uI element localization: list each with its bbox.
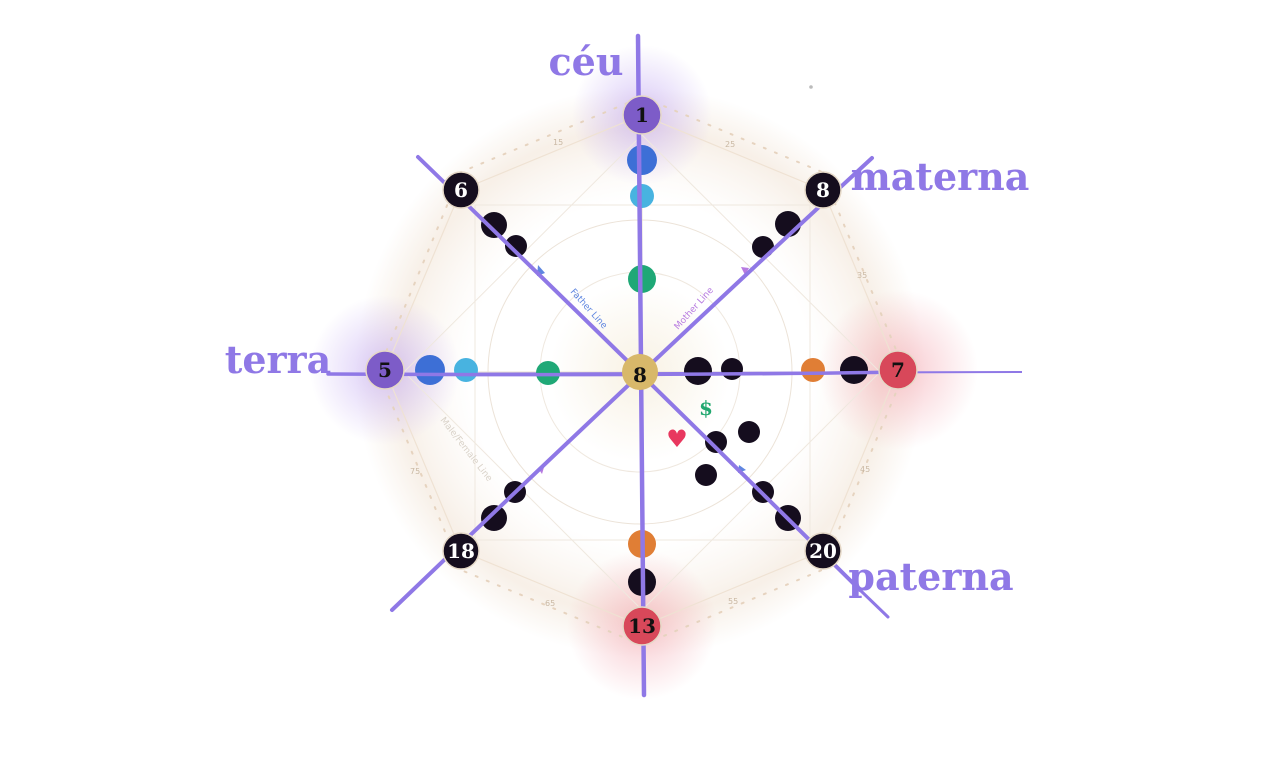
node-lower-right-number: 20 — [809, 539, 837, 563]
mother-line-arrow — [741, 267, 749, 275]
node-dark — [481, 505, 507, 531]
node-bottom-number: 13 — [628, 614, 656, 638]
node-light-blue — [630, 184, 654, 208]
node-upper-right-number: 8 — [816, 178, 830, 202]
ring-number: 15 — [553, 138, 563, 147]
node-left: 5 — [365, 350, 405, 390]
axis-labels: céu terra materna paterna — [225, 39, 1030, 599]
node-dark — [752, 236, 774, 258]
label-ceu: céu — [549, 39, 624, 84]
node-bottom: 13 — [622, 606, 662, 646]
money-symbol: $ — [699, 396, 713, 420]
node-dark — [840, 356, 868, 384]
node-upper-right: 8 — [804, 171, 842, 209]
label-paterna: paterna — [848, 554, 1013, 599]
node-top: 1 — [622, 95, 662, 135]
ring-number: 25 — [725, 140, 735, 149]
heart-icon: ♥ — [666, 425, 688, 453]
ring-number: 45 — [860, 465, 870, 474]
node-dark — [695, 464, 717, 486]
node-lower-left: 18 — [442, 532, 480, 570]
node-center-number: 8 — [633, 363, 647, 387]
node-lower-left-number: 18 — [447, 539, 475, 563]
node-top-number: 1 — [635, 103, 649, 127]
ring-numbers: 15 25 35 45 55 65 75 — [410, 138, 870, 608]
node-blue — [415, 355, 445, 385]
node-dark — [721, 358, 743, 380]
node-right: 7 — [878, 350, 918, 390]
node-orange — [801, 358, 825, 382]
ring-number: 55 — [728, 597, 738, 606]
node-dark — [505, 235, 527, 257]
node-left-number: 5 — [378, 358, 392, 382]
node-upper-left-number: 6 — [454, 178, 468, 202]
node-upper-left: 6 — [442, 171, 480, 209]
ring-number: 65 — [545, 599, 555, 608]
node-blue — [627, 145, 657, 175]
node-lower-right: 20 — [804, 532, 842, 570]
ring-number: 35 — [857, 271, 867, 280]
ring-number: 75 — [410, 467, 420, 476]
node-dark — [738, 421, 760, 443]
label-terra: terra — [225, 337, 331, 382]
diagonal-tail-stroke — [858, 588, 890, 619]
label-materna: materna — [851, 154, 1030, 199]
node-dark — [684, 357, 712, 385]
node-center: 8 — [622, 354, 658, 390]
node-right-number: 7 — [891, 358, 905, 382]
stray-dot — [809, 85, 813, 89]
node-dark — [705, 431, 727, 453]
node-dark — [481, 212, 507, 238]
node-light-blue — [454, 358, 478, 382]
main-nodes: 1 6 8 5 7 18 20 13 — [365, 95, 918, 646]
